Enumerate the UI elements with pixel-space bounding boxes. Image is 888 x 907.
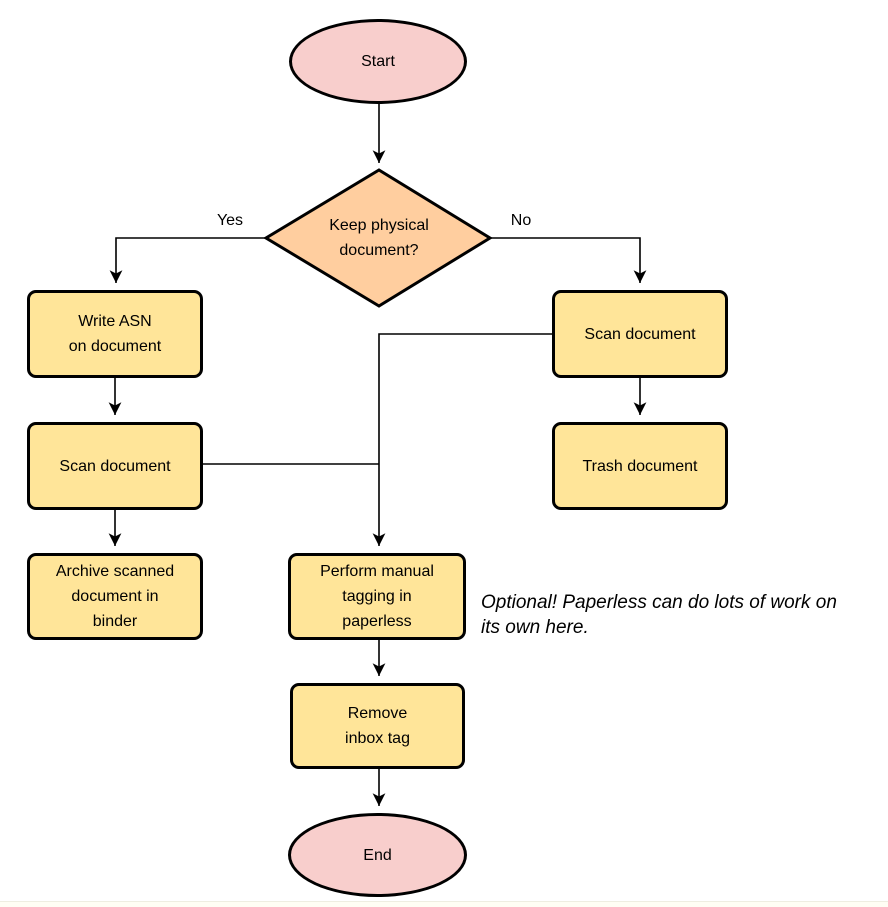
node-write-asn: Write ASN on document [27, 290, 203, 378]
node-start: Start [289, 19, 467, 104]
annotation-optional-note: Optional! Paperless can do lots of work … [481, 592, 837, 638]
node-scan-document-left: Scan document [27, 422, 203, 510]
decision-diamond-shape [263, 168, 493, 308]
edge-label-no: No [510, 212, 532, 229]
node-remove-inbox-tag: Remove inbox tag [290, 683, 465, 769]
node-manual-tagging: Perform manual tagging in paperless [288, 553, 466, 640]
node-archive-scanned: Archive scanned document in binder [27, 553, 203, 640]
node-trash-document: Trash document [552, 422, 728, 510]
edge-decision-no-to-scan-right [490, 237, 647, 283]
edge-scan-right-to-tagging [372, 333, 552, 546]
node-decision-label: Keep physical document? [329, 217, 429, 259]
node-scan-document-right: Scan document [552, 290, 728, 378]
node-end: End [288, 813, 467, 897]
bottom-edge-strip [0, 901, 888, 907]
edge-decision-yes-to-write-asn [109, 237, 266, 283]
edge-label-yes: Yes [216, 212, 244, 229]
